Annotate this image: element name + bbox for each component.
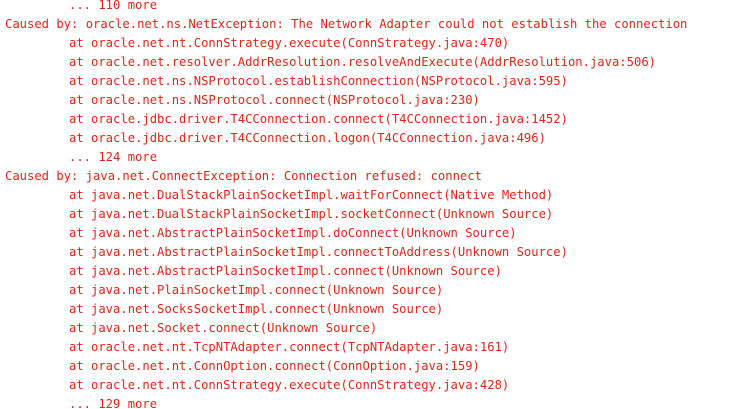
stack-trace-line: at oracle.net.ns.NSProtocol.connect(NSPr…	[69, 93, 480, 107]
stack-trace-line: at oracle.net.nt.ConnStrategy.execute(Co…	[69, 36, 510, 50]
stack-trace-line: at java.net.AbstractPlainSocketImpl.conn…	[69, 245, 568, 259]
stack-trace-line: at java.net.SocksSocketImpl.connect(Unkn…	[69, 302, 444, 316]
stack-trace-line: at java.net.DualStackPlainSocketImpl.soc…	[69, 207, 554, 221]
stack-trace-line: at oracle.net.resolver.AddrResolution.re…	[69, 55, 656, 69]
stack-trace-line: at oracle.jdbc.driver.T4CConnection.conn…	[69, 112, 568, 126]
stack-trace-line: at java.net.DualStackPlainSocketImpl.wai…	[69, 188, 554, 202]
stack-trace-line: at oracle.jdbc.driver.T4CConnection.logo…	[69, 131, 546, 145]
caused-by-line: Caused by: java.net.ConnectException: Co…	[5, 169, 482, 183]
stack-trace-line: at oracle.net.ns.NSProtocol.establishCon…	[69, 74, 568, 88]
stack-trace-line: at java.net.AbstractPlainSocketImpl.conn…	[69, 264, 502, 278]
stack-trace-line: ... 124 more	[69, 150, 158, 164]
stack-trace-line: at oracle.net.nt.ConnStrategy.execute(Co…	[69, 378, 510, 392]
stack-trace-line: at oracle.net.nt.ConnOption.connect(Conn…	[69, 359, 480, 373]
caused-by-line: Caused by: oracle.net.ns.NetException: T…	[5, 17, 688, 31]
stack-trace-line: ... 129 more	[69, 397, 158, 409]
stack-trace-line: at java.net.Socket.connect(Unknown Sourc…	[69, 321, 378, 335]
stack-trace-line: at oracle.net.nt.TcpNTAdapter.connect(Tc…	[69, 340, 510, 354]
stack-trace-line: at java.net.AbstractPlainSocketImpl.doCo…	[69, 226, 517, 240]
stack-trace-line: at java.net.PlainSocketImpl.connect(Unkn…	[69, 283, 444, 297]
stack-trace-line: ... 110 more	[69, 0, 158, 12]
